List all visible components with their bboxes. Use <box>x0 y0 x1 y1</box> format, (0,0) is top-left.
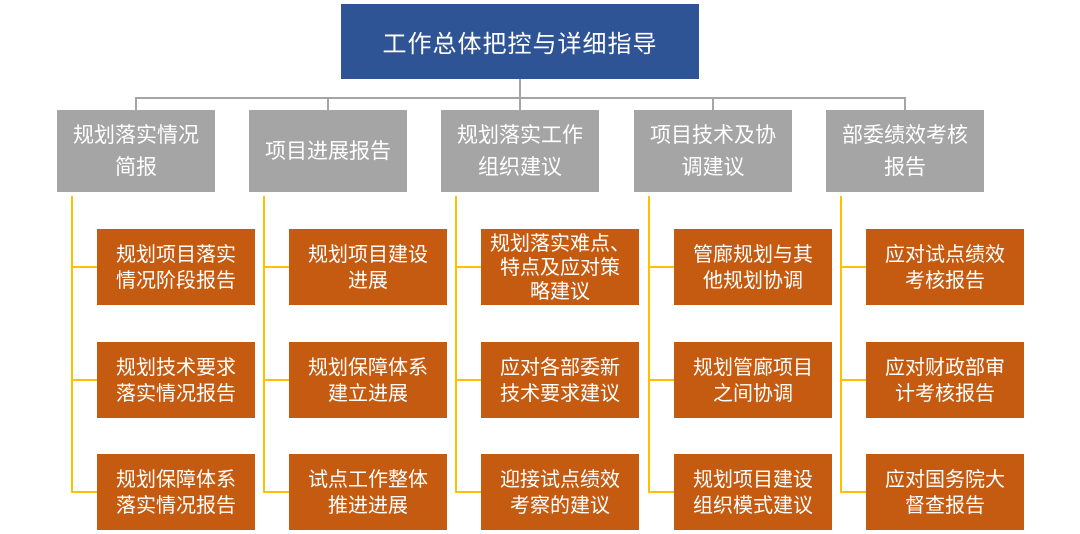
category-node-3: 规划落实工作 组织建议 <box>441 110 599 192</box>
category-drop-connector-5 <box>904 97 906 110</box>
item-node-5-3: 应对国务院大 督查报告 <box>866 454 1024 530</box>
branch-tick-5-3 <box>840 491 866 493</box>
branch-tick-4-1 <box>648 266 674 268</box>
item-node-3-3: 迎接试点绩效 考察的建议 <box>481 454 639 530</box>
category-drop-connector-1 <box>135 97 137 110</box>
category-node-4: 项目技术及协 调建议 <box>634 110 792 192</box>
branch-tick-2-3 <box>263 491 289 493</box>
branch-tick-5-2 <box>840 379 866 381</box>
item-node-3-2: 应对各部委新 技术要求建议 <box>481 342 639 418</box>
branch-trunk-2 <box>263 196 265 493</box>
item-node-5-2: 应对财政部审 计考核报告 <box>866 342 1024 418</box>
category-node-2: 项目进展报告 <box>249 110 407 192</box>
category-drop-connector-3 <box>519 97 521 110</box>
branch-tick-2-1 <box>263 266 289 268</box>
item-node-4-1: 管廊规划与其 他规划协调 <box>674 229 832 305</box>
item-node-4-2: 规划管廊项目 之间协调 <box>674 342 832 418</box>
category-drop-connector-4 <box>712 97 714 110</box>
branch-tick-5-1 <box>840 266 866 268</box>
category-drop-connector-2 <box>327 97 329 110</box>
root-node: 工作总体把控与详细指导 <box>341 4 699 79</box>
branch-tick-4-2 <box>648 379 674 381</box>
branch-tick-1-1 <box>71 266 97 268</box>
branch-trunk-4 <box>648 196 650 493</box>
branch-tick-2-2 <box>263 379 289 381</box>
category-node-5: 部委绩效考核 报告 <box>826 110 984 192</box>
item-node-3-1: 规划落实难点、 特点及应对策 略建议 <box>481 229 639 305</box>
branch-trunk-1 <box>71 196 73 493</box>
item-node-2-1: 规划项目建设 进展 <box>289 229 447 305</box>
branch-tick-1-2 <box>71 379 97 381</box>
item-node-4-3: 规划项目建设 组织模式建议 <box>674 454 832 530</box>
item-node-2-2: 规划保障体系 建立进展 <box>289 342 447 418</box>
root-stem-connector <box>519 79 521 98</box>
item-node-1-1: 规划项目落实 情况阶段报告 <box>97 229 255 305</box>
branch-trunk-3 <box>455 196 457 493</box>
item-node-2-3: 试点工作整体 推进进展 <box>289 454 447 530</box>
branch-tick-1-3 <box>71 491 97 493</box>
branch-tick-3-3 <box>455 491 481 493</box>
item-node-5-1: 应对试点绩效 考核报告 <box>866 229 1024 305</box>
item-node-1-3: 规划保障体系 落实情况报告 <box>97 454 255 530</box>
branch-tick-3-2 <box>455 379 481 381</box>
branch-tick-4-3 <box>648 491 674 493</box>
branch-tick-3-1 <box>455 266 481 268</box>
branch-trunk-5 <box>840 196 842 493</box>
item-node-1-2: 规划技术要求 落实情况报告 <box>97 342 255 418</box>
category-node-1: 规划落实情况 简报 <box>57 110 215 192</box>
